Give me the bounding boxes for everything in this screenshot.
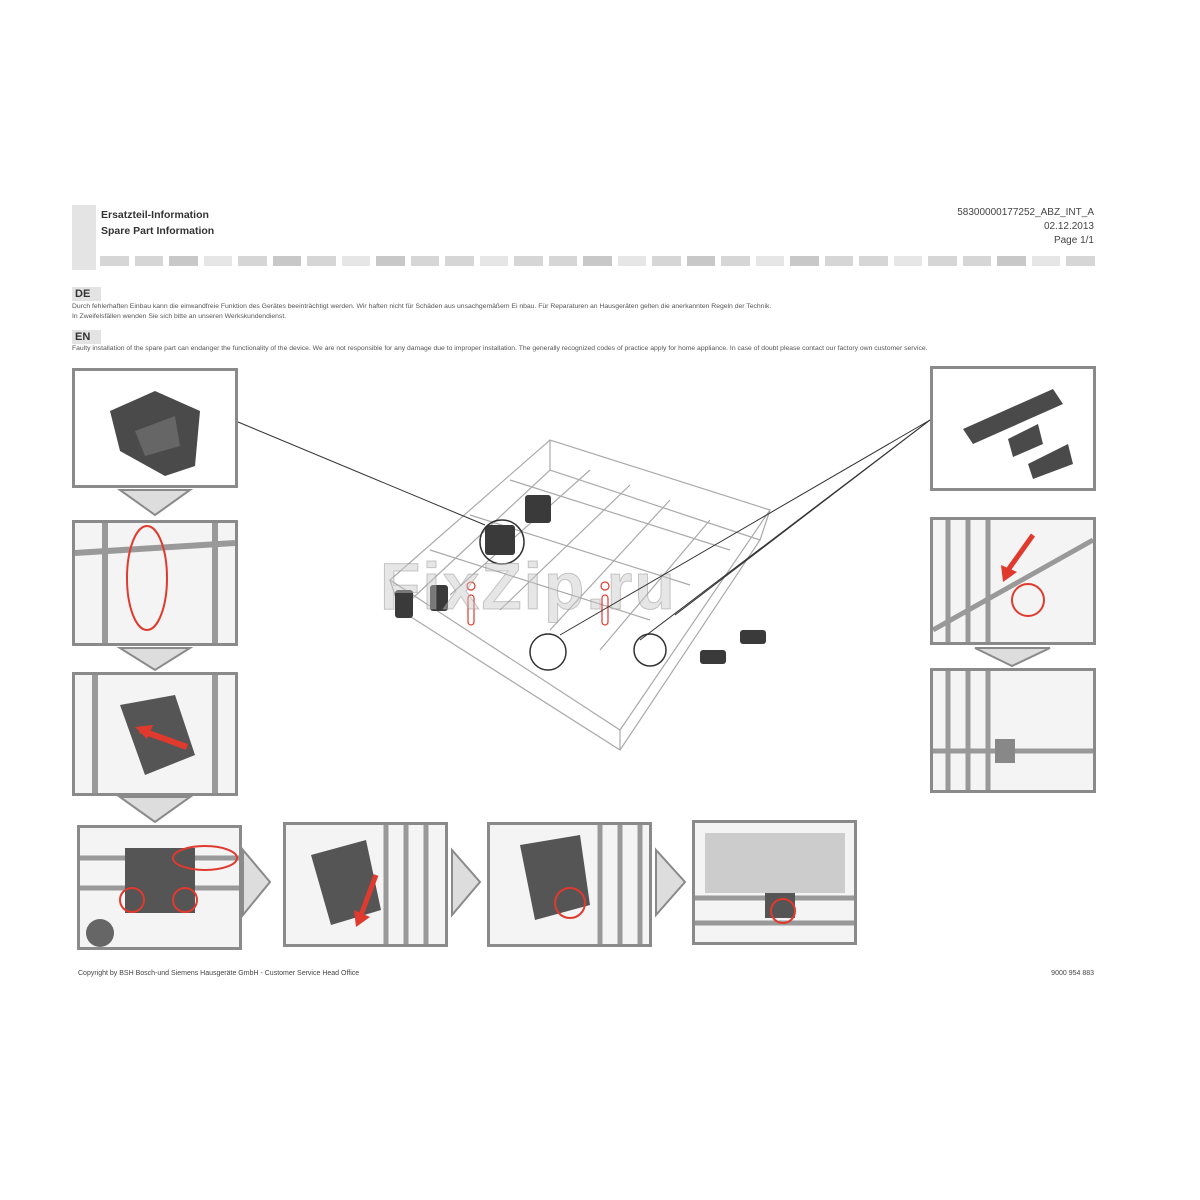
doc-number: 58300000177252_ABZ_INT_A	[957, 207, 1094, 218]
panel-step-2	[72, 672, 238, 796]
copyright: Copyright by BSH Bosch-und Siemens Hausg…	[78, 970, 360, 977]
panel-step-5	[487, 822, 652, 947]
lang-label-de: DE	[72, 287, 101, 301]
panel-step-1	[72, 520, 238, 646]
notice-en-line1: Faulty installation of the spare part ca…	[72, 345, 928, 352]
doc-date: 02.12.2013	[1043, 221, 1094, 232]
page-number: Page 1/1	[1053, 235, 1094, 246]
panel-clip-step-2	[930, 668, 1096, 793]
title-de: Ersatzteil-Information	[101, 209, 209, 221]
lang-label-en: EN	[72, 330, 101, 344]
header-marker	[72, 205, 96, 270]
notice-de-line1: Durch fehlerhaften Einbau kann die einwa…	[72, 303, 772, 310]
panel-step-6	[692, 820, 857, 945]
title-en: Spare Part Information	[101, 225, 215, 237]
panel-part-closeup	[72, 368, 238, 488]
panel-clips-closeup	[930, 366, 1096, 491]
part-number: 9000 954 883	[1051, 970, 1094, 977]
panel-step-4	[283, 822, 448, 947]
notice-de-line2: In Zweifelsfällen wenden Sie sich bitte …	[72, 313, 287, 320]
panel-clip-step-1	[930, 517, 1096, 645]
header-stripe	[100, 256, 1095, 266]
watermark: FixZip.ru	[380, 549, 677, 624]
panel-step-3	[77, 825, 242, 950]
